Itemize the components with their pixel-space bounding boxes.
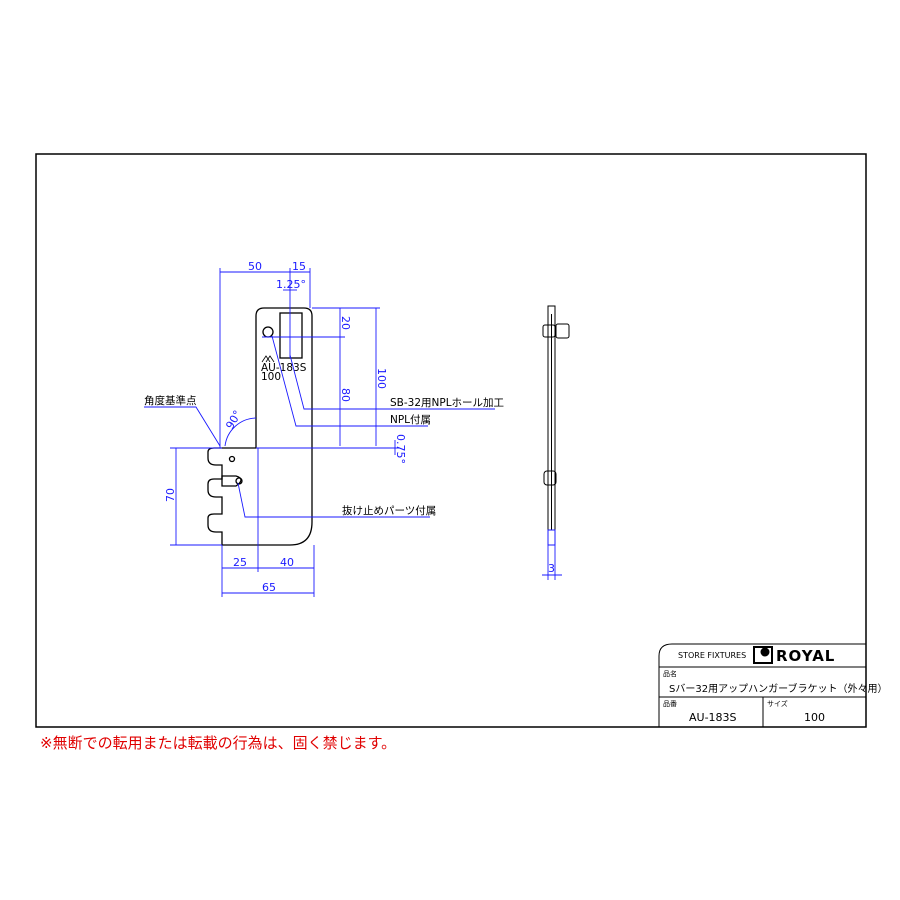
copyright-notice: ※無断での転用または転載の行為は、固く禁じます。: [40, 734, 397, 752]
dim-65: 65: [262, 581, 276, 594]
dim-angle-side: 0.75°: [394, 434, 407, 464]
dim-80: 80: [339, 388, 352, 402]
callout-npl-hole: SB-32用NPLホール加工: [390, 397, 504, 409]
size-label: サイズ: [767, 700, 788, 708]
dim-angle-base: 90°: [223, 408, 244, 431]
title-block: [658, 643, 866, 727]
drawing-frame: [35, 153, 867, 728]
dim-20: 20: [339, 316, 352, 330]
brand-store-fixtures: STORE FIXTURES: [678, 651, 747, 660]
stamp-logo-icon: [261, 355, 275, 363]
dim-angle-top: 1.25°: [276, 278, 306, 291]
bracket-side-view: [542, 305, 570, 546]
dimension-lines: [144, 268, 562, 597]
callout-reference-point: 角度基準点: [144, 394, 197, 407]
callout-stopper-included: 抜け止めパーツ付属: [342, 504, 436, 517]
stamp-size: 100: [261, 371, 281, 383]
product-name-value: Sバー32用アップハンガーブラケット（外々用）: [669, 684, 888, 695]
dim-25: 25: [233, 556, 247, 569]
dim-thickness: 3: [548, 562, 555, 575]
stamp-model: AU-183S: [261, 362, 307, 374]
size-value: 100: [804, 711, 825, 724]
product-code-value: AU-183S: [689, 711, 737, 724]
bracket-front-view: [207, 307, 313, 546]
product-name-label: 品名: [663, 670, 677, 678]
brand-royal-logo: ROYAL: [776, 647, 836, 665]
dim-15: 15: [292, 260, 306, 273]
dim-40: 40: [280, 556, 294, 569]
dim-100: 100: [375, 368, 388, 389]
callout-npl-included: NPL付属: [390, 413, 431, 426]
dim-50: 50: [248, 260, 262, 273]
product-code-label: 品番: [663, 700, 677, 708]
dim-70: 70: [164, 488, 177, 502]
